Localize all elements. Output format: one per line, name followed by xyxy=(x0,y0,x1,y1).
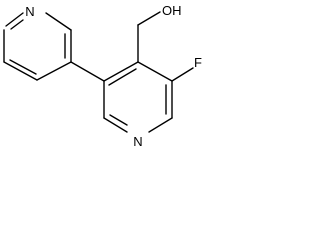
bond xyxy=(9,59,37,75)
pyridine-nitrogen-label-bottom: N xyxy=(133,134,142,149)
bond xyxy=(148,117,173,133)
bond xyxy=(10,19,24,30)
hydroxyl-label: OH xyxy=(162,3,182,18)
biaryl-bond xyxy=(70,61,105,82)
hydroxyl-bond xyxy=(137,11,161,26)
bond xyxy=(103,117,128,133)
bond xyxy=(103,61,139,82)
lower-pyridine-ring xyxy=(103,61,173,133)
fluoro-bond xyxy=(171,67,194,82)
fluorine-label: F xyxy=(194,55,202,70)
bond xyxy=(45,12,72,31)
bond xyxy=(3,61,38,81)
chemical-structure-diagram: N N F OH xyxy=(3,3,202,149)
bond xyxy=(109,114,128,126)
pyridine-nitrogen-label-top: N xyxy=(25,4,34,19)
bond xyxy=(5,12,24,27)
bond xyxy=(137,61,173,82)
upper-pyridine-ring xyxy=(3,12,72,81)
bond xyxy=(108,68,137,86)
bond xyxy=(36,61,72,81)
